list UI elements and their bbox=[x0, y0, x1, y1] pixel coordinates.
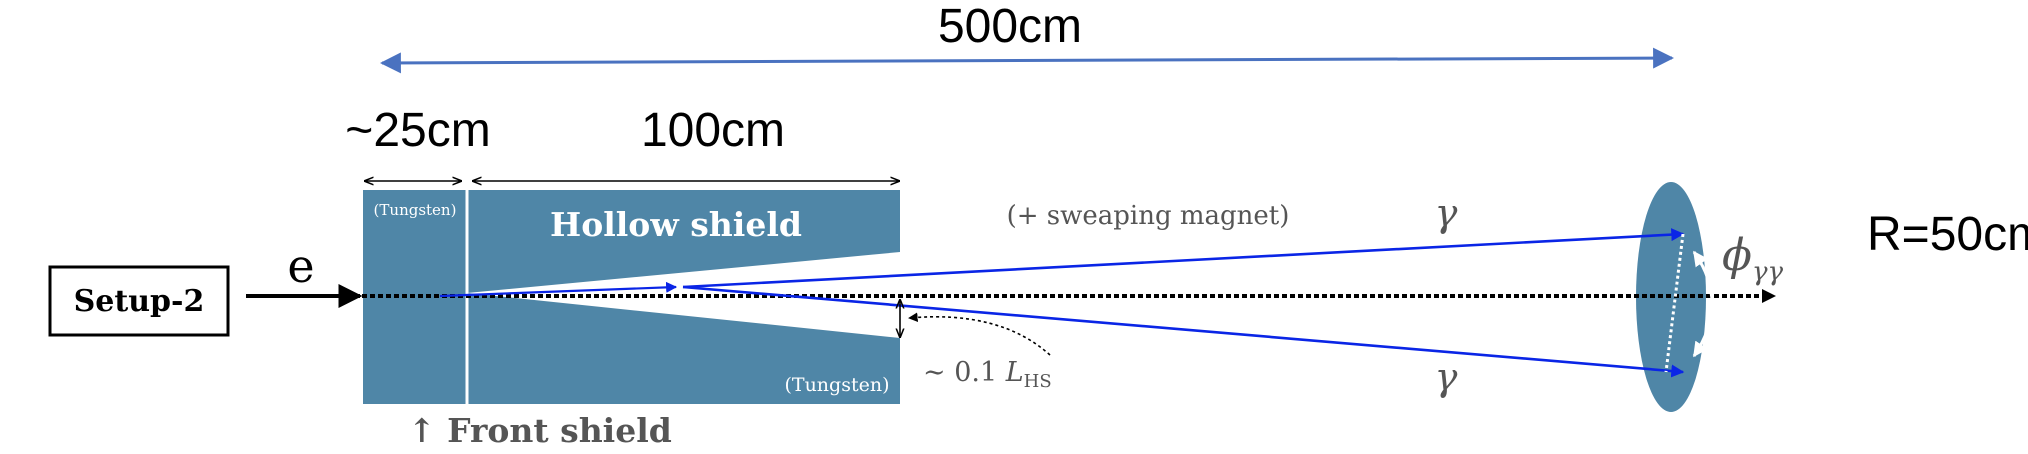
gamma-upper-label: γ bbox=[1435, 191, 1458, 235]
opening-pointer bbox=[908, 312, 1051, 356]
total-length-label: 500cm bbox=[938, 0, 1082, 53]
front-length-label: ~25cm bbox=[345, 104, 490, 157]
detector-chord bbox=[1664, 233, 1685, 373]
beam-axis-arrowhead bbox=[1762, 289, 1776, 303]
setup-label: Setup-2 bbox=[74, 284, 205, 319]
setup-box bbox=[48, 265, 230, 337]
front-shield-caption: ↑ Front shield bbox=[408, 411, 672, 450]
photon-lower-line bbox=[682, 285, 1685, 378]
front-material-label: (Tungsten) bbox=[374, 201, 457, 219]
photon-upper-line bbox=[682, 228, 1685, 289]
photon-source-segment bbox=[439, 281, 678, 298]
radius-label: R=50cm bbox=[1867, 208, 2028, 261]
hollow-material-label: (Tungsten) bbox=[784, 374, 889, 396]
electron-label: e bbox=[287, 239, 314, 293]
phi-angle-arc bbox=[1692, 250, 1714, 358]
opening-annotation: ∼ 0.1 LHS bbox=[923, 357, 1052, 392]
hollow-shield-title: Hollow shield bbox=[550, 205, 802, 244]
phi-label: ϕγγ bbox=[1722, 230, 1784, 287]
hollow-length-label: 100cm bbox=[641, 104, 785, 157]
hollow-shield bbox=[467, 190, 900, 404]
gamma-lower-label: γ bbox=[1435, 355, 1458, 399]
total-length-arrow bbox=[379, 47, 1675, 74]
magnet-note: (+ sweaping magnet) bbox=[1007, 201, 1290, 231]
